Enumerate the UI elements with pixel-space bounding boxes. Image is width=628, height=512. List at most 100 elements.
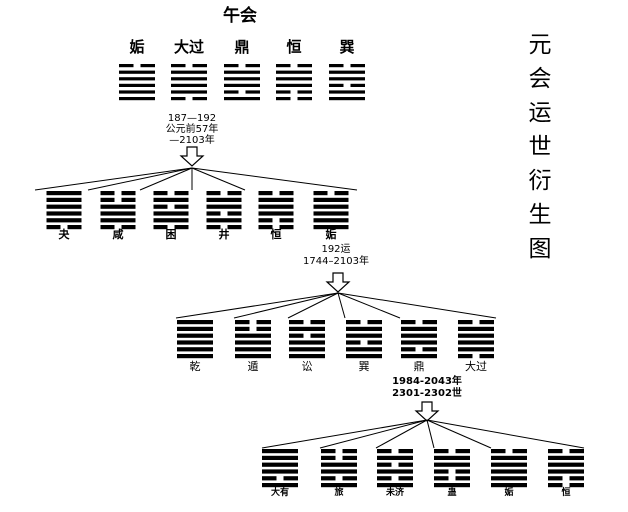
- yang-line: [276, 83, 312, 87]
- yin-line-segment: [334, 191, 349, 196]
- yang-line: [346, 326, 382, 331]
- yin-line-segment: [342, 455, 357, 460]
- yin-line-segment: [153, 191, 168, 196]
- period-line: 公元前57年: [165, 124, 219, 135]
- yin-line-segment: [227, 211, 242, 216]
- yang-line: [491, 483, 527, 488]
- branch-line: [191, 167, 246, 191]
- yang-line: [177, 320, 213, 325]
- yang-line: [46, 197, 82, 202]
- yin-line-segment: [262, 476, 277, 481]
- yin-line-segment: [224, 90, 239, 94]
- branch-line: [319, 419, 428, 449]
- yang-line: [206, 204, 242, 209]
- yang-line: [491, 455, 527, 460]
- yin-line-segment: [276, 64, 291, 68]
- yin-line-segment: [548, 449, 563, 454]
- hexagram-name: 恒: [286, 38, 302, 56]
- yin-line-segment: [377, 476, 392, 481]
- hexagram-name: 大有: [270, 488, 290, 498]
- hexagram-name: 姤: [129, 38, 145, 56]
- hexagram-symbol: [289, 320, 325, 359]
- yang-line: [401, 326, 437, 331]
- yin-line-segment: [206, 225, 221, 230]
- yin-line-segment: [174, 191, 189, 196]
- yang-line: [177, 354, 213, 359]
- yin-line-segment: [245, 90, 260, 94]
- hexagram-symbol: [258, 191, 294, 230]
- hexagram-symbol: [153, 191, 189, 230]
- yang-line: [346, 333, 382, 338]
- hexagram-symbol: [224, 64, 260, 101]
- yang-line: [153, 218, 189, 223]
- yang-line: [177, 340, 213, 345]
- yin-line-segment: [479, 354, 494, 359]
- hexagram-name: 恒: [561, 488, 571, 498]
- yin-line-segment: [206, 211, 221, 216]
- yin-line-segment: [422, 320, 437, 325]
- yang-line: [46, 218, 82, 223]
- hexagram-name: 鼎: [413, 360, 425, 373]
- yang-line: [276, 70, 312, 74]
- hexagram-symbol: [262, 449, 298, 488]
- yang-line: [313, 211, 349, 216]
- hexagram-symbol: [206, 191, 242, 230]
- hexagram-name: 乾: [189, 360, 201, 373]
- yang-line: [119, 83, 155, 87]
- yang-line: [177, 333, 213, 338]
- yang-line: [458, 326, 494, 331]
- side-title-char: 运: [528, 100, 552, 126]
- hexagram-symbol: [458, 320, 494, 359]
- hexagram-name: 巽: [339, 38, 355, 56]
- yang-line: [235, 354, 271, 359]
- side-title-char: 生: [528, 202, 552, 228]
- yin-line-segment: [279, 225, 294, 230]
- yin-line-segment: [100, 225, 115, 230]
- hexagram-symbol: [235, 320, 271, 359]
- yin-line-segment: [458, 320, 473, 325]
- yin-line-segment: [434, 476, 449, 481]
- hexagram-name: 巽: [358, 360, 370, 373]
- yin-line-segment: [100, 197, 115, 202]
- yin-line-segment: [377, 462, 392, 467]
- yang-line: [329, 90, 365, 94]
- yin-line-segment: [171, 64, 186, 68]
- yang-line: [434, 483, 470, 488]
- yang-line: [119, 97, 155, 101]
- yang-line: [377, 455, 413, 460]
- hexagram-symbol: [329, 64, 365, 101]
- yang-line: [258, 204, 294, 209]
- hexagram-symbol: [548, 449, 584, 488]
- yang-line: [548, 455, 584, 460]
- yang-line: [224, 77, 260, 81]
- hexagram-symbol: [401, 320, 437, 359]
- hexagram-name: 大过: [465, 360, 487, 373]
- branch-line: [287, 292, 339, 319]
- hexagram-symbol: [119, 64, 155, 101]
- yang-line: [235, 347, 271, 352]
- yang-line: [153, 211, 189, 216]
- yin-line-segment: [569, 449, 584, 454]
- yang-line: [46, 204, 82, 209]
- yang-line: [177, 326, 213, 331]
- yin-line-segment: [398, 449, 413, 454]
- yin-line-segment: [422, 347, 437, 352]
- yin-line-segment: [297, 90, 312, 94]
- yin-line-segment: [283, 476, 298, 481]
- yin-line-segment: [491, 449, 506, 454]
- yin-line-segment: [67, 225, 82, 230]
- hexagram-name: 困: [165, 228, 177, 241]
- yang-line: [262, 469, 298, 474]
- branch-line: [375, 419, 428, 449]
- yin-line-segment: [512, 449, 527, 454]
- yang-line: [262, 462, 298, 467]
- yang-line: [313, 204, 349, 209]
- yin-line-segment: [346, 320, 361, 325]
- yin-line-segment: [329, 64, 344, 68]
- yang-line: [177, 347, 213, 352]
- yang-line: [100, 211, 136, 216]
- branch-line: [87, 167, 193, 191]
- yang-line: [119, 90, 155, 94]
- branch-line: [34, 167, 193, 191]
- yang-line: [491, 476, 527, 481]
